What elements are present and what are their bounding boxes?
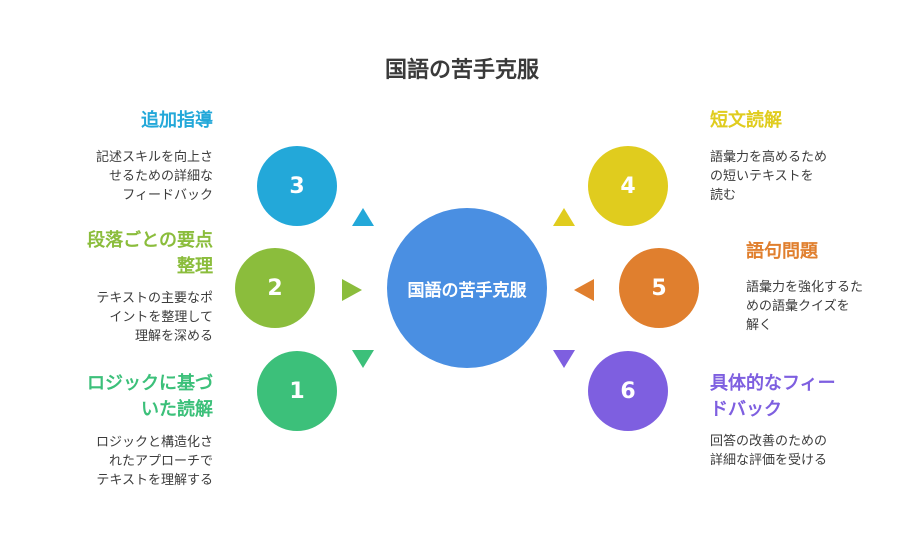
arrow-down-6 — [553, 350, 575, 368]
arrow-right-2 — [342, 279, 362, 301]
step-6-description: 回答の改善のための 詳細な評価を受ける — [710, 434, 828, 468]
step-5-heading: 語句問題 — [746, 241, 818, 262]
step-4-heading: 短文読解 — [710, 110, 782, 131]
center-circle: 国語の苦手克服 — [387, 208, 547, 368]
step-5-description: 語彙力を強化するた めの語彙クイズを 解く — [746, 280, 864, 333]
step-1-circle: 1 — [257, 351, 337, 431]
arrow-up-4 — [553, 208, 575, 226]
arrow-down-1 — [352, 350, 374, 368]
step-3-circle: 3 — [257, 146, 337, 226]
arrow-up-3 — [352, 208, 374, 226]
step-4-description: 語彙力を高めるため の短いテキストを 読む — [710, 150, 828, 203]
step-2-description: テキストの主要なポ イントを整理して 理解を深める — [96, 291, 213, 344]
step-2-heading: 段落ごとの要点 整理 — [87, 230, 213, 277]
step-4-circle: 4 — [588, 146, 668, 226]
step-2-circle: 2 — [235, 248, 315, 328]
step-1-heading: ロジックに基づ いた読解 — [87, 373, 213, 420]
arrow-left-5 — [574, 279, 594, 301]
step-3-description: 記述スキルを向上さ せるための詳細な フィードバック — [95, 150, 213, 203]
diagram-title: 国語の苦手克服 — [384, 58, 539, 83]
step-5-circle: 5 — [619, 248, 699, 328]
step-1-description: ロジックと構造化さ れたアプローチで テキストを理解する — [95, 435, 213, 488]
step-6-heading: 具体的なフィー ドバック — [710, 373, 836, 420]
step-3-heading: 追加指導 — [141, 110, 213, 131]
step-6-circle: 6 — [588, 351, 668, 431]
